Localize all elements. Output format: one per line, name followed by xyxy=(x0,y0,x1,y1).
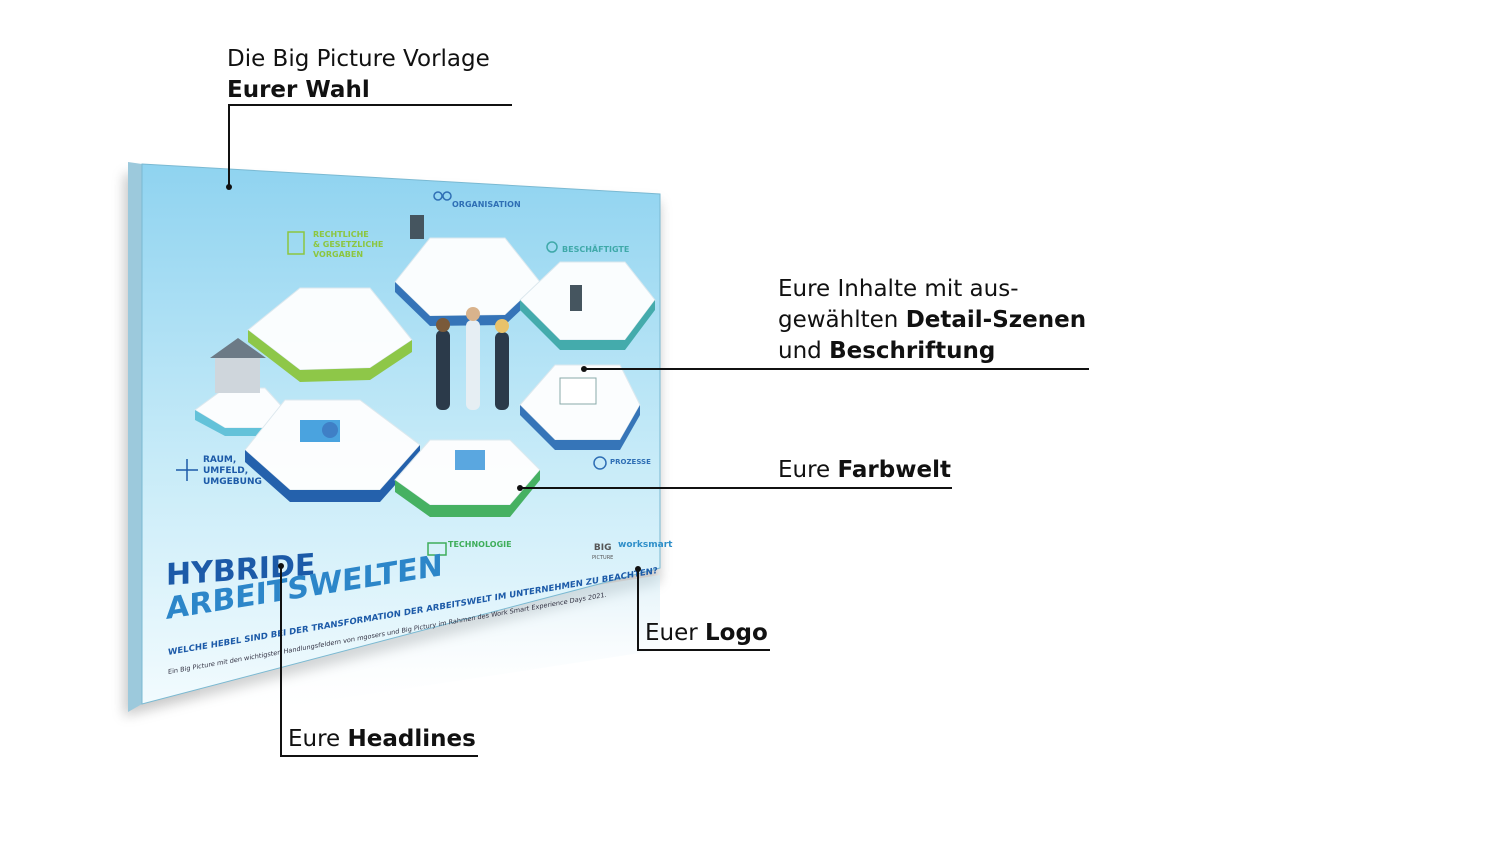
callout-headlines-bold: Headlines xyxy=(347,726,476,752)
callout-line-template-v xyxy=(228,104,230,186)
callout-dot-content xyxy=(581,366,587,372)
callout-content: Eure Inhalte mit aus- gewählten Detail-S… xyxy=(778,274,1086,367)
callout-line-headlines-h xyxy=(280,755,478,757)
callout-dot-template xyxy=(226,184,232,190)
callout-line-logo-h xyxy=(637,649,770,651)
callout-content-line3-pre: und xyxy=(778,338,830,364)
callout-template-line1: Die Big Picture Vorlage xyxy=(227,46,490,72)
callout-line-template-h xyxy=(228,104,512,106)
hex-tiles xyxy=(194,237,656,517)
callout-content-line3-bold: Beschriftung xyxy=(829,338,996,364)
callout-content-line2-pre: gewählten xyxy=(778,307,906,333)
callout-line-content xyxy=(584,368,1089,370)
callout-colors-pre: Eure xyxy=(778,457,838,483)
callout-logo-bold: Logo xyxy=(705,620,768,646)
callout-dot-logo xyxy=(635,566,641,572)
callout-template-bold: Eurer Wahl xyxy=(227,77,370,103)
callout-colors-bold: Farbwelt xyxy=(837,457,951,483)
category-icons xyxy=(176,191,607,556)
callout-template: Die Big Picture Vorlage Eurer Wahl xyxy=(227,44,490,106)
callout-dot-headlines xyxy=(278,563,284,569)
callout-logo-pre: Euer xyxy=(645,620,706,646)
scene-figures xyxy=(210,215,597,470)
poster-reflection xyxy=(200,575,660,720)
callout-logo: Euer Logo xyxy=(645,618,768,649)
callout-line-colors xyxy=(520,487,952,489)
callout-line-headlines-v xyxy=(280,566,282,756)
callout-content-line2-bold: Detail-Szenen xyxy=(905,307,1087,333)
callout-headlines-pre: Eure xyxy=(288,726,348,752)
callout-headlines: Eure Headlines xyxy=(288,724,476,755)
callout-line-logo-v xyxy=(637,568,639,650)
callout-content-line1: Eure Inhalte mit aus- xyxy=(778,276,1019,302)
callout-colors: Eure Farbwelt xyxy=(778,455,951,486)
callout-dot-colors xyxy=(517,485,523,491)
